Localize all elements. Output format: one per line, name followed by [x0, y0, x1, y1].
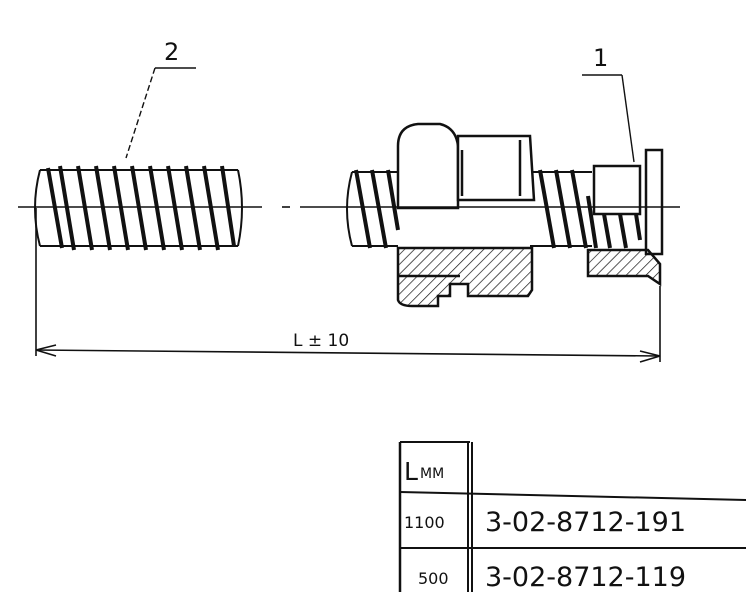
nut-section: [396, 246, 534, 308]
table-header-unit: MM: [420, 466, 445, 482]
dimension-label: L ± 10: [293, 331, 350, 351]
table-cell-length: 1100: [404, 513, 445, 532]
table-cell-part-number: 3-02-8712-191: [485, 507, 687, 538]
callout-label-hose: 2: [164, 38, 180, 66]
corrugated-hose-right: [346, 169, 642, 249]
union-nut: [396, 122, 536, 210]
parts-table-grid: [398, 441, 746, 592]
table-header-length: L: [404, 457, 418, 486]
corrugated-hose-left: [34, 165, 243, 251]
callout-leaders: [125, 67, 635, 163]
table-cell-part-number: 3-02-8712-119: [485, 562, 687, 593]
dimension-line: [35, 208, 661, 363]
end-fitting: [586, 148, 664, 287]
callout-label-fitting: 1: [593, 44, 609, 72]
table-cell-length: 500: [418, 569, 449, 588]
